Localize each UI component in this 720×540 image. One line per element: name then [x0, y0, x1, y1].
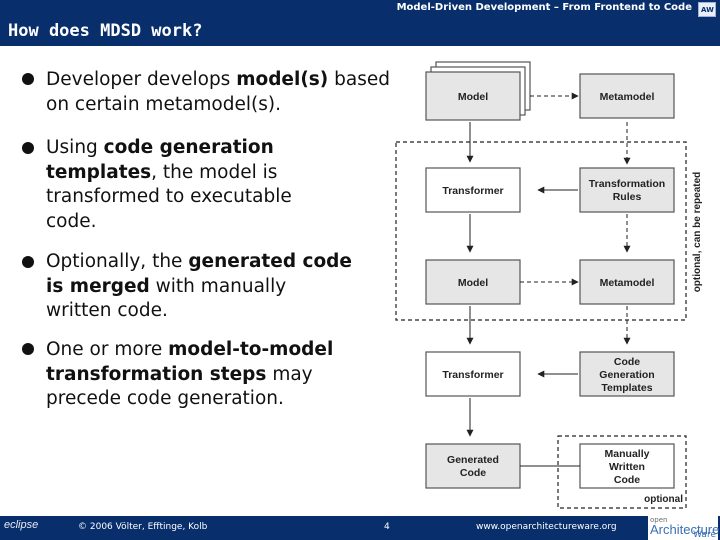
running-title: Model-Driven Development – From Frontend… [396, 2, 692, 13]
svg-text:Code: Code [614, 474, 640, 486]
svg-text:Rules: Rules [613, 191, 642, 203]
optional-repeated-frame [395, 141, 687, 321]
bullet-text-part: One or more [46, 339, 169, 360]
svg-text:Generated: Generated [447, 454, 499, 466]
oaw-logo-icon: open Architecture Ware [648, 516, 720, 540]
bullet-text-part: with manually written code. [46, 275, 287, 322]
model-1-label: Model [458, 91, 488, 103]
footer-url-link[interactable]: www.openarchitectureware.org [476, 522, 617, 532]
bullet-text-part: model-to-model transformation steps [46, 339, 334, 385]
aw-logo-icon: AW [698, 2, 716, 17]
metamodel-box-1: Metamodel [579, 73, 675, 119]
slide-title: How does MDSD work? [8, 21, 203, 41]
svg-text:Templates: Templates [601, 382, 652, 394]
code-generation-templates-box: Code Generation Templates [579, 351, 675, 397]
optional-repeat-label: optional, can be repeated [692, 172, 703, 293]
oaw-logo-ware: Ware [693, 530, 716, 540]
page-number: 4 [384, 522, 390, 532]
svg-text:Transformer: Transformer [442, 369, 503, 381]
bullet-text-part: generated code is merged [46, 251, 352, 297]
svg-text:Written: Written [609, 461, 645, 473]
bullet-dot-icon [22, 142, 34, 154]
metamodel-box-2: Metamodel [579, 259, 675, 305]
copyright-text: © 2006 Völter, Efftinge, Kolb [78, 522, 208, 532]
bullet-dot-icon [22, 343, 34, 355]
svg-text:Manually: Manually [605, 448, 650, 460]
eclipse-logo-icon: eclipse [4, 519, 39, 531]
transformer-box-2: Transformer [425, 351, 521, 397]
model-stack: Model [425, 61, 531, 121]
bullet-2: Using code generation templates, the mod… [46, 136, 346, 234]
svg-text:Model: Model [458, 277, 488, 289]
bullet-3: Optionally, the generated code is merged… [46, 250, 356, 324]
bullet-dot-icon [22, 73, 34, 85]
svg-text:Generation: Generation [599, 369, 654, 381]
transformation-rules-box: Transformation Rules [579, 167, 675, 213]
model-box-1 [425, 71, 521, 121]
bullet-text-part: Developer develops [46, 69, 237, 90]
oaw-logo-small: open [650, 516, 668, 524]
bullet-text-part: Using [46, 137, 104, 158]
bullet-text-part: model(s) [236, 69, 329, 90]
svg-text:Code: Code [614, 356, 640, 368]
bullet-dot-icon [22, 256, 34, 268]
manually-written-code-box: Manually Written Code [579, 443, 675, 489]
transformer-box-1: Transformer [425, 167, 521, 213]
model-box-2: Model [425, 259, 521, 305]
generated-code-box: Generated Code [425, 443, 521, 489]
footer-bar: eclipse © 2006 Völter, Efftinge, Kolb 4 … [0, 516, 720, 540]
bullet-text-part: Optionally, the [46, 251, 189, 272]
oaw-logo-big: Architecture [650, 522, 720, 537]
bullet-1: Developer develops model(s) based on cer… [46, 68, 396, 117]
bullet-text-part: based on certain metamodel(s). [46, 69, 390, 115]
svg-text:Metamodel: Metamodel [600, 277, 655, 289]
bullet-text-part: may precede code generation. [46, 363, 313, 410]
svg-text:Code: Code [460, 467, 486, 479]
svg-text:Transformation: Transformation [589, 178, 665, 190]
svg-text:Transformer: Transformer [442, 185, 503, 197]
bullet-4: One or more model-to-model transformatio… [46, 338, 391, 412]
header-bar: Model-Driven Development – From Frontend… [0, 0, 720, 46]
optional-frame [557, 435, 687, 509]
optional-label: optional [644, 494, 683, 505]
aw-logo-text: AW [701, 6, 714, 14]
bullet-text-part: , the model is transformed to executable… [46, 161, 292, 232]
bullet-text-part: code generation templates [46, 137, 274, 183]
svg-text:Metamodel: Metamodel [600, 91, 655, 103]
